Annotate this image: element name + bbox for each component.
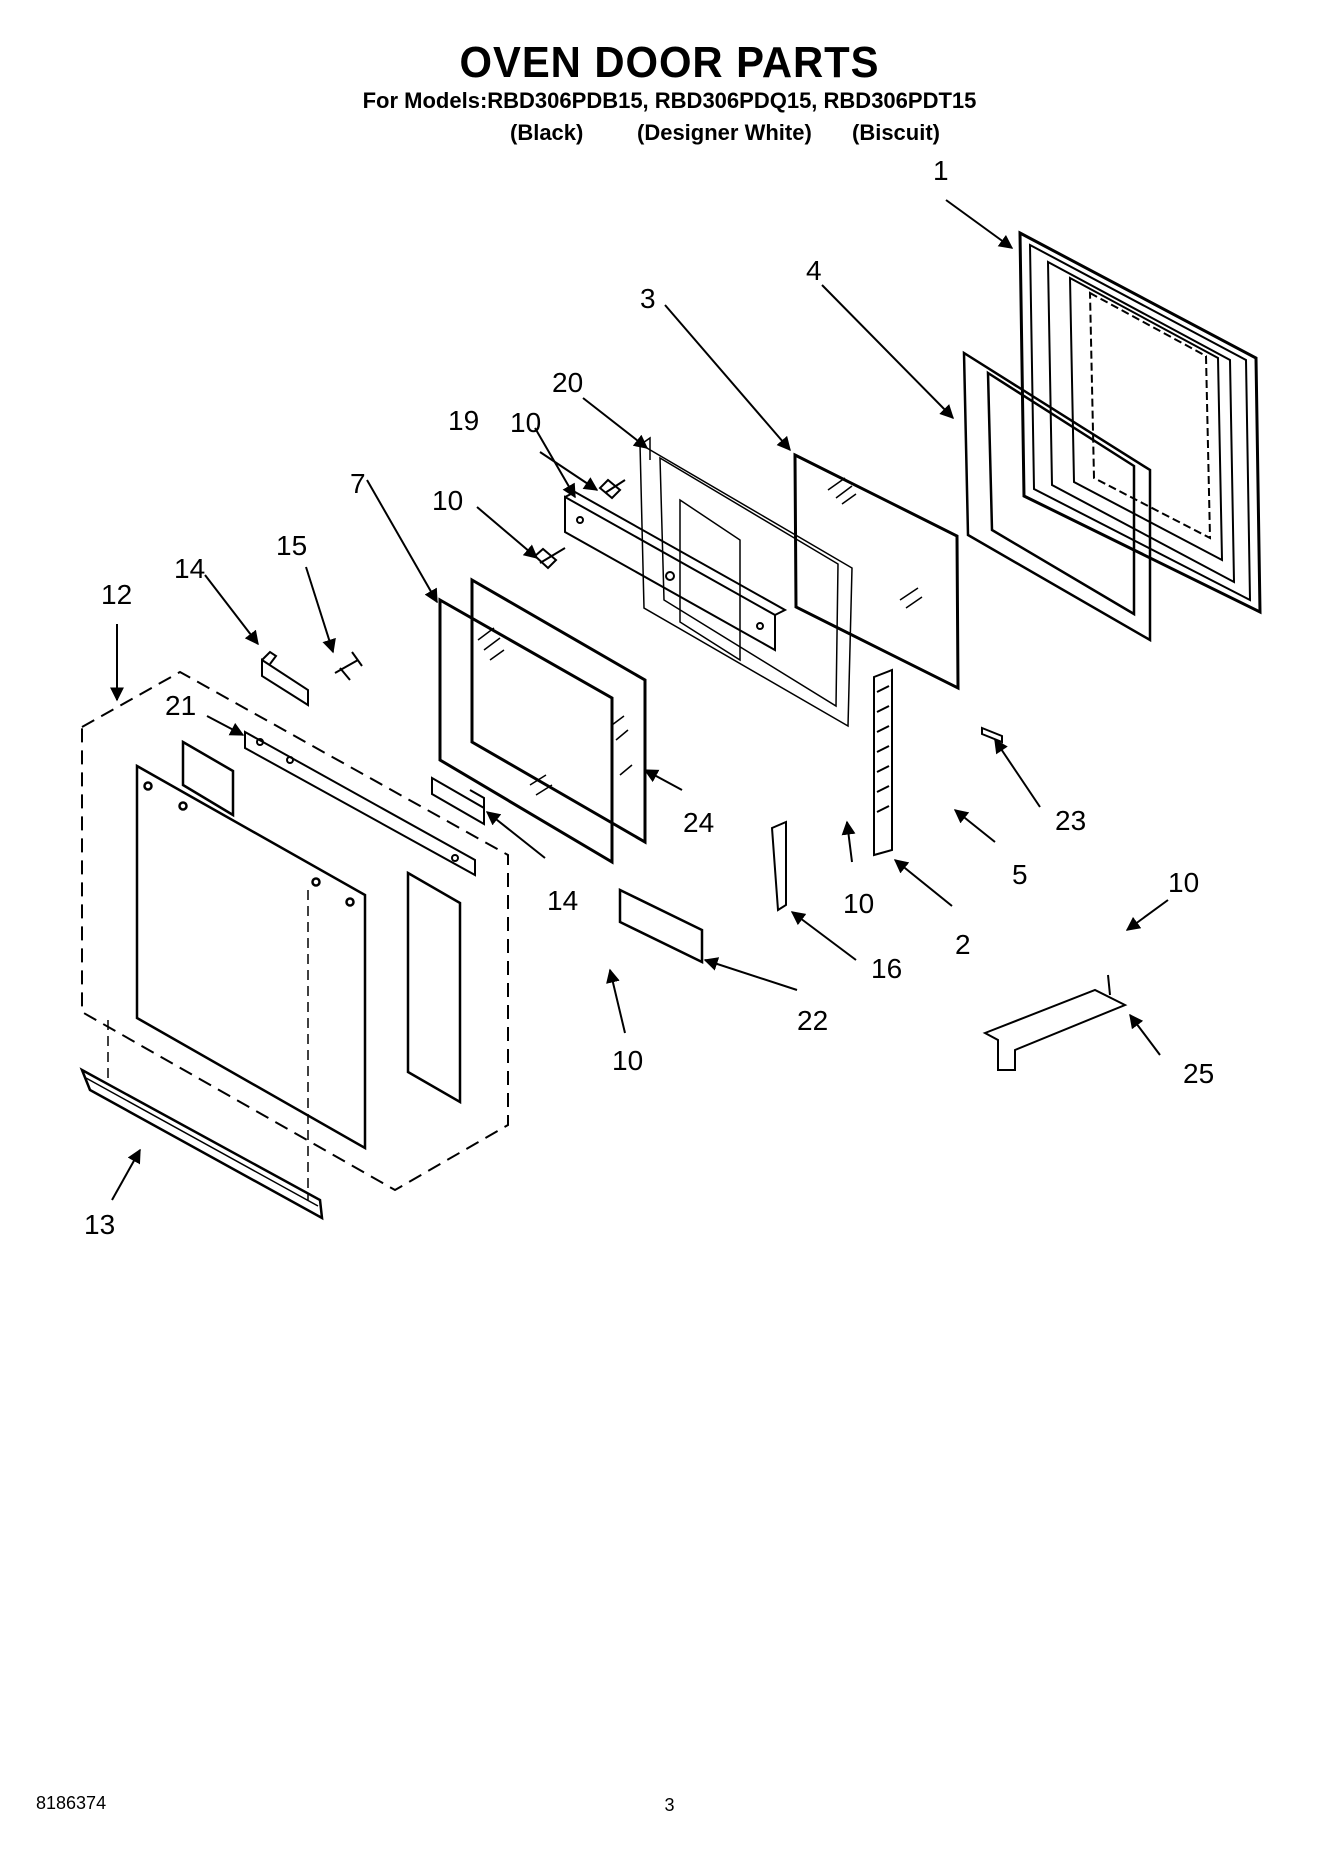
part-23-clip (981, 726, 1003, 744)
color-label-biscuit: (Biscuit) (852, 120, 940, 145)
callout-14-b: 14 (547, 885, 578, 916)
callout-2: 2 (955, 929, 971, 960)
part-16-hinge-link (770, 820, 787, 912)
callout-14-a: 14 (174, 553, 205, 584)
callout-5: 5 (1012, 859, 1028, 890)
callout-21: 21 (165, 690, 196, 721)
part-12-outer-door-assembly (81, 670, 509, 1192)
page-number: 3 (664, 1795, 675, 1815)
callout-10-c: 10 (843, 888, 874, 919)
part-20-door-support-frame (639, 436, 853, 728)
document-number: 8186374 (36, 1793, 107, 1813)
part-14-bracket-upper (261, 650, 309, 707)
part-12-door-panel (135, 739, 462, 1151)
callout-10-d: 10 (1168, 867, 1199, 898)
callout-19: 19 (448, 405, 479, 436)
callout-labels: 1 2 3 4 5 7 10 10 10 10 10 10 12 13 14 1… (84, 155, 1214, 1240)
screw-fastener-upper (598, 478, 626, 500)
callout-3: 3 (640, 283, 656, 314)
callout-1: 1 (933, 155, 949, 186)
part-2-door-hinge (873, 668, 893, 857)
callout-10-e: 10 (612, 1045, 643, 1076)
color-label-designer-white: (Designer White) (637, 120, 812, 145)
callout-16: 16 (871, 953, 902, 984)
part-7-outer-glass (438, 597, 614, 865)
callout-10-a: 10 (510, 407, 541, 438)
part-1-outer-door-panel (1018, 230, 1262, 615)
part-25-mounting-bracket (982, 974, 1128, 1071)
part-4-door-frame (962, 350, 1152, 643)
part-22-insulation-plate (618, 887, 704, 965)
callout-4: 4 (806, 255, 822, 286)
callout-10-b: 10 (432, 485, 463, 516)
callout-7: 7 (350, 468, 366, 499)
part-24-middle-glass (470, 577, 647, 845)
callout-24: 24 (683, 807, 714, 838)
screw-fastener-part15 (334, 651, 363, 681)
callout-23: 23 (1055, 805, 1086, 836)
part-3-inner-glass (793, 452, 960, 691)
part-13-handle-trim (79, 890, 324, 1221)
part-14-bracket-lower (431, 776, 485, 826)
callout-13: 13 (84, 1209, 115, 1240)
callout-leaders (110, 199, 1169, 1201)
callout-20: 20 (552, 367, 583, 398)
screw-fastener-mid (533, 547, 566, 570)
page-title: OVEN DOOR PARTS (459, 38, 880, 87)
callout-12: 12 (101, 579, 132, 610)
part-21-trim-bar (244, 730, 476, 877)
callout-15: 15 (276, 530, 307, 561)
models-line: For Models:RBD306PDB15, RBD306PDQ15, RBD… (362, 88, 977, 113)
color-label-black: (Black) (510, 120, 584, 145)
callout-22: 22 (797, 1005, 828, 1036)
callout-25: 25 (1183, 1058, 1214, 1089)
